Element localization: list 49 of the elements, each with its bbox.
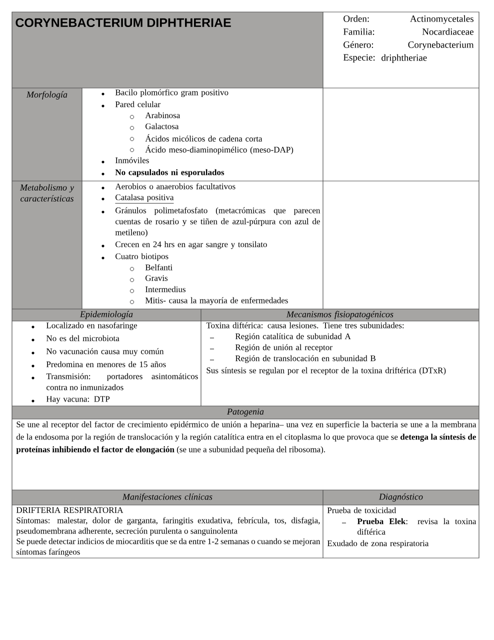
classification-value: Actinomycetales bbox=[410, 15, 474, 24]
row-header-cell: Morfología bbox=[12, 88, 82, 181]
sub-bullet-item: Belfanti bbox=[130, 264, 172, 271]
classification-value: Corynebacterium bbox=[408, 41, 474, 50]
section-header-cell: Manifestaciones clínicas bbox=[12, 490, 323, 505]
bullet-item: Pared celular bbox=[102, 101, 160, 108]
bullet-item: No vacunación causa muy común bbox=[32, 348, 164, 356]
paragraph: Se puede detectar indicios de miocarditis que se da entre 1-2 semanas o cuando se mejoran síntomas faríngeos bbox=[16, 538, 320, 556]
classification-label: Familia: bbox=[343, 28, 374, 35]
bullet-item: Cuatro biotipos bbox=[102, 253, 168, 261]
sub-bullet-item: Gravis bbox=[130, 275, 168, 282]
bullet-item: Predomina en menores de 15 años bbox=[32, 361, 166, 368]
bullet-item: No capsulados ni esporulados bbox=[102, 169, 224, 177]
paragraph: DRIFTERIA RESPIRATORIA bbox=[16, 507, 124, 513]
paragraph: Exudado de zona respiratoria bbox=[327, 540, 429, 548]
dash-item: Región de translocación en subunidad B bbox=[210, 355, 376, 363]
bullet-item: Bacilo plomórfico gram positivo bbox=[102, 89, 228, 98]
bullet-item: Inmóviles bbox=[102, 157, 149, 164]
bullet-item: Aerobios o anaerobios facultativos bbox=[102, 183, 236, 190]
paragraph: Síntomas: malestar, dolor de garganta, faringitis exudativa, febrícula, tos, disfagia, pseudomembrana adherente, secreción purulenta o sanguinolenta bbox=[16, 517, 320, 536]
classification-value: driphtheriae bbox=[382, 54, 427, 63]
paragraph: Toxina diftérica: causa lesiones. Tiene tres subunidades: bbox=[206, 322, 404, 328]
sub-bullet-item: Intermedius bbox=[130, 286, 186, 293]
bullet-item: Crecen en 24 hrs en agar sangre y tonsilato bbox=[102, 241, 267, 249]
sub-bullet-item: Arabinosa bbox=[130, 112, 180, 119]
classification-label: Especie: bbox=[343, 54, 375, 63]
bullet-item: Gránulos polimetafosfato (metacrómicas que parecen cuentas de rosario y se tiñen de azul-púrpura con azul de metileno) bbox=[102, 207, 320, 237]
sub-bullet-item: Galactosa bbox=[130, 123, 179, 130]
sub-bullet-item: Ácido meso-diaminopimélico (meso-DAP) bbox=[130, 145, 294, 154]
dash-item: Región de unión al receptor bbox=[210, 344, 332, 352]
bullet-item: Hay vacuna: DTP bbox=[32, 396, 110, 404]
paragraph: Prueba de toxicidad bbox=[327, 507, 396, 514]
section-header-cell: Epidemiología bbox=[12, 309, 201, 321]
paragraph: Sus síntesis se regulan por el receptor de la toxina driftérica (DTxR) bbox=[206, 367, 446, 376]
bullet-item: No es del microbiota bbox=[32, 335, 120, 342]
classification-value: Nocardiaceae bbox=[422, 28, 474, 35]
classification-label: Género: bbox=[344, 41, 374, 48]
classification-label: Orden: bbox=[344, 15, 369, 22]
bullet-item: Transmisión: portadores asintomáticos contra no inmunizados bbox=[32, 373, 198, 390]
paragraph: Se une al receptor del factor de crecimiento epidérmico de unión a heparina– una vez en superficie la bacteria se une a la membrana de la endosoma por la región de translocación y la región catalítica entra en el citoplasma lo que provoca que se detenga la síntesis de proteínas inhibiendo el factor de elongación (se une a subunidad pequeña del ribosoma). bbox=[16, 421, 476, 454]
section-header-cell: Patogenia bbox=[12, 406, 479, 419]
section-header-cell: Diagnóstico bbox=[323, 490, 479, 505]
dash-item: Prueba Elek: revisa la toxina diftérica bbox=[342, 518, 476, 535]
section-header-cell: Mecanismos fisiopatogénicos bbox=[201, 309, 479, 321]
dash-item: Región catalítica de subunidad A bbox=[210, 333, 351, 341]
sub-bullet-item: Ácidos micólicos de cadena corta bbox=[130, 134, 262, 142]
bullet-item: Catalasa positiva bbox=[102, 194, 174, 204]
bullet-item: Localizado en nasofaringe bbox=[32, 322, 137, 330]
sub-bullet-item: Mitis- causa la mayoría de enfermedades bbox=[130, 297, 288, 306]
